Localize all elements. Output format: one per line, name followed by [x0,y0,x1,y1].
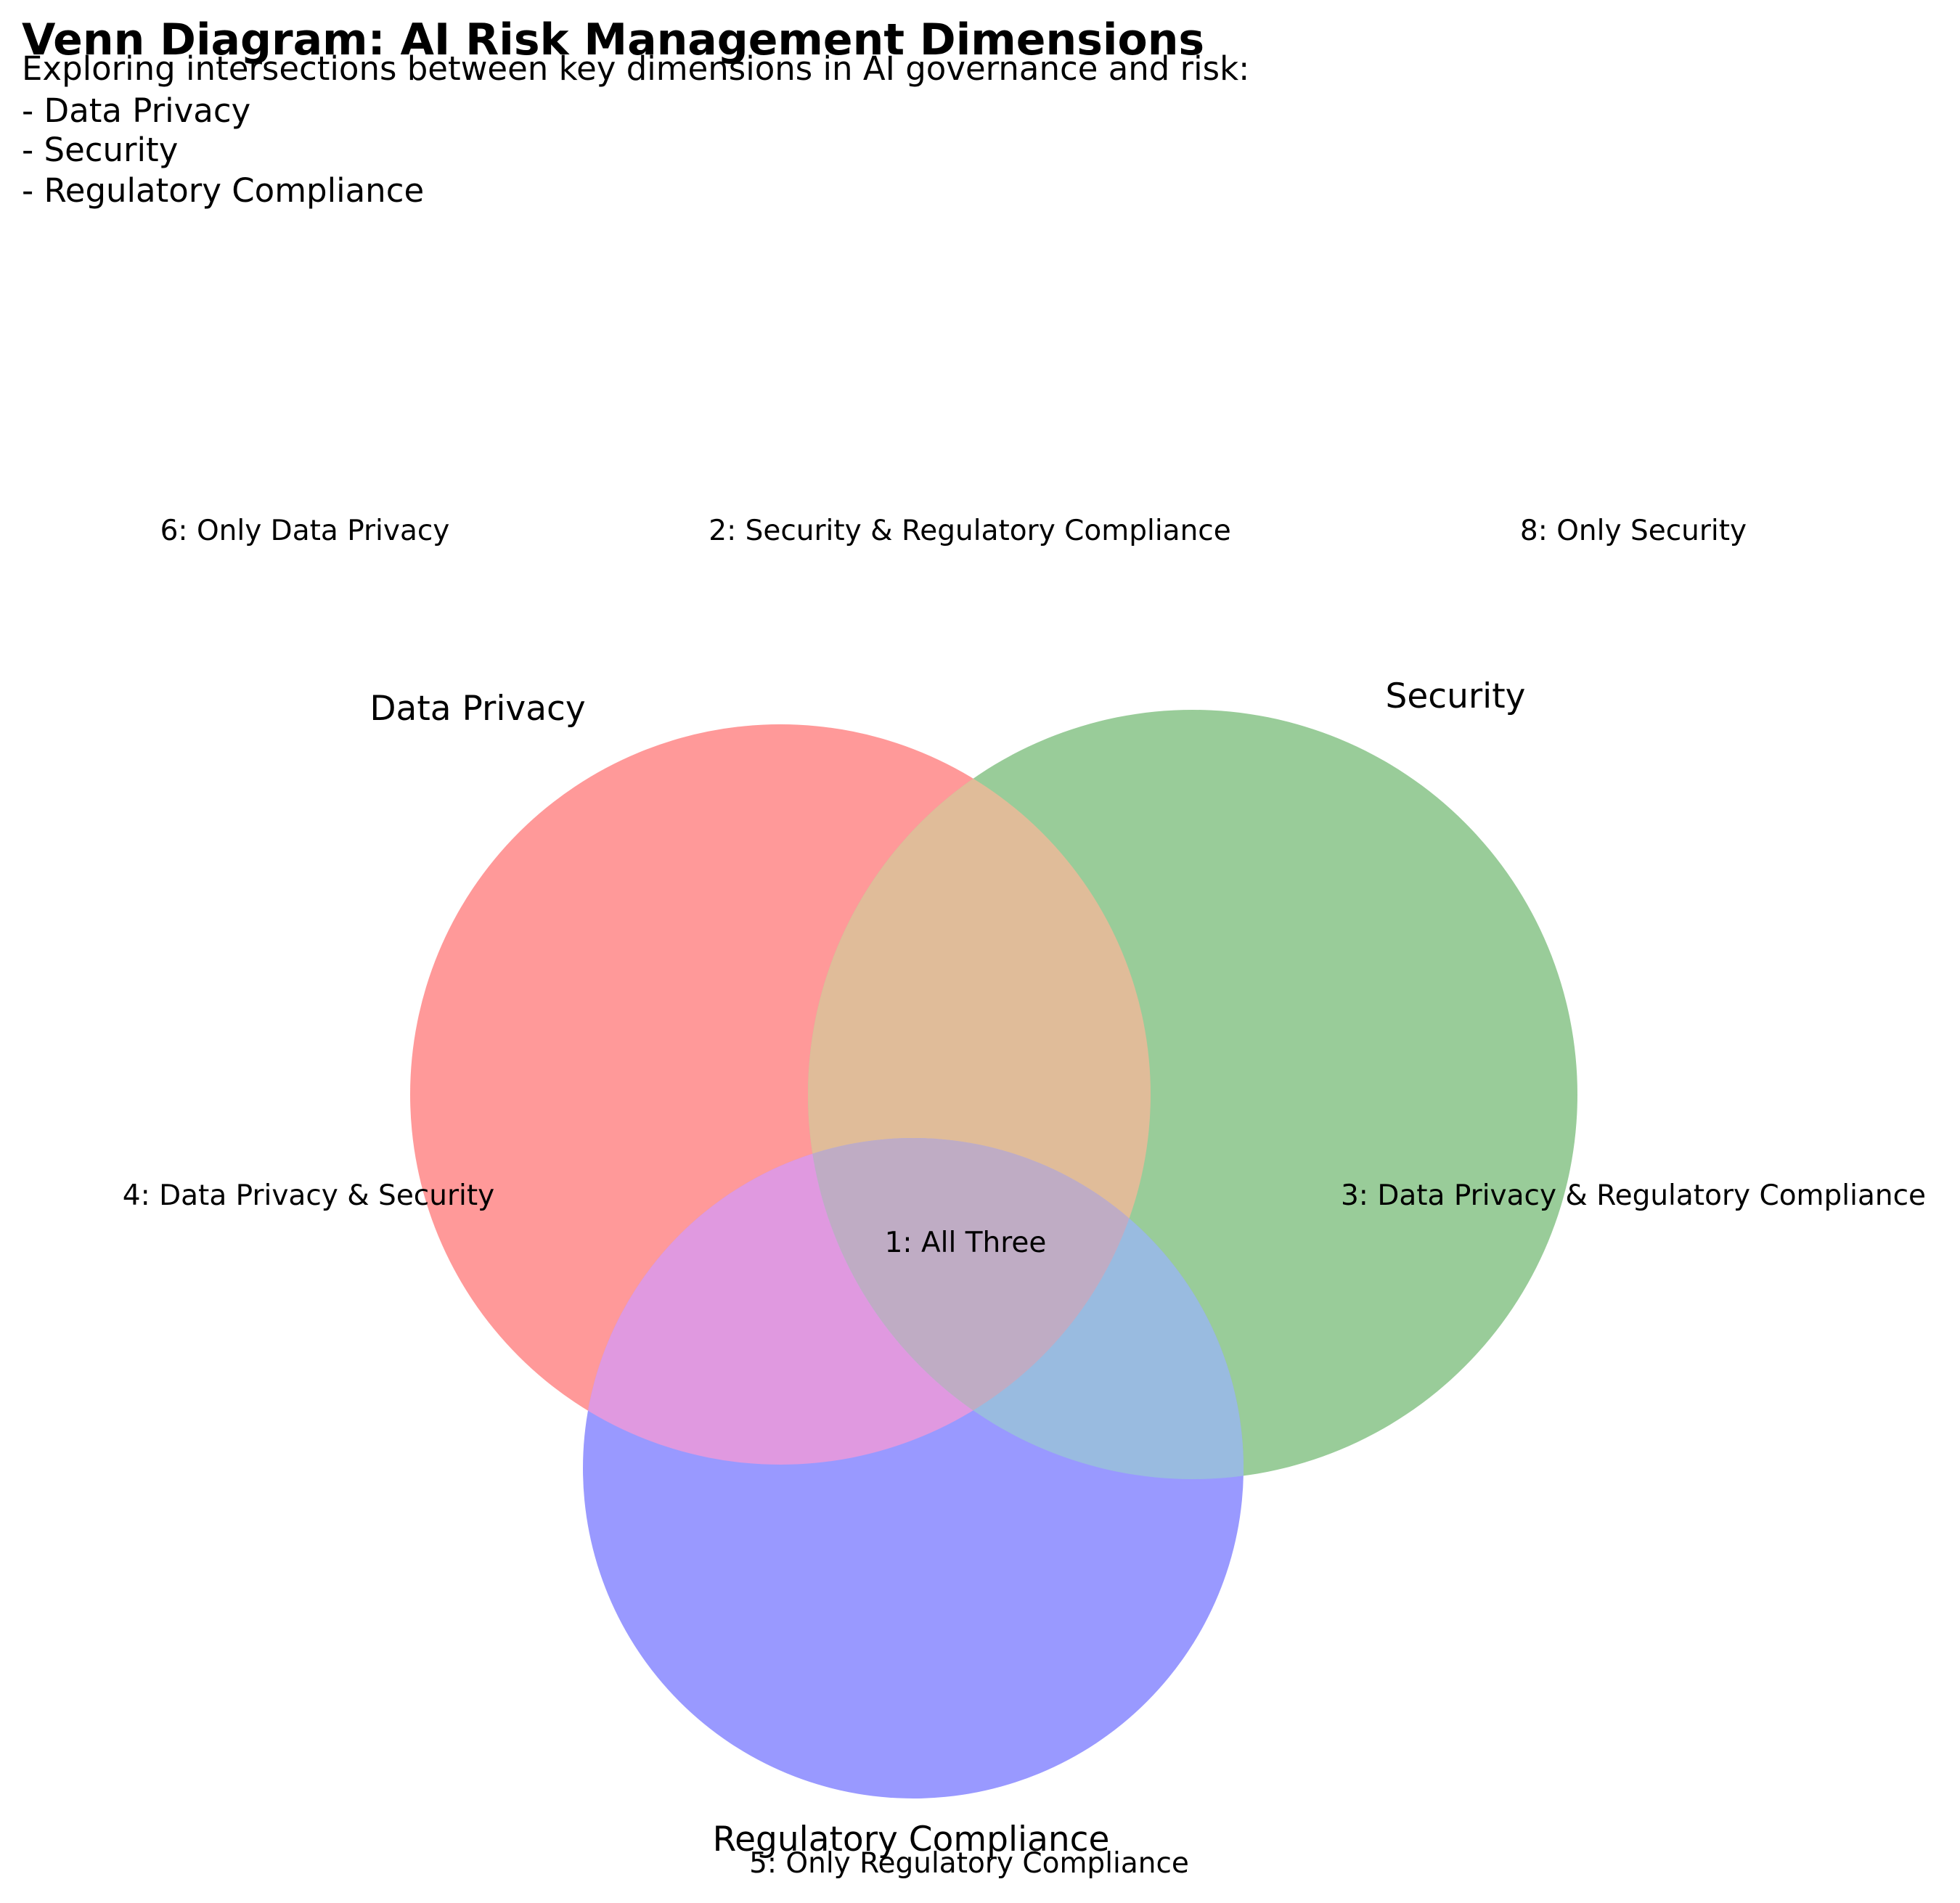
region-label-only-security: 8: Only Security [1520,515,1747,547]
region-label-data-privacy-compliance: 3: Data Privacy & Regulatory Compliance [1341,1179,1926,1212]
set-label-data-privacy: Data Privacy [369,689,585,729]
subtitle-line-3: - Security [22,131,178,169]
set-label-regulatory-compliance: Regulatory Compliance [713,1820,1110,1859]
region-label-only-compliance: 5: Only Regulatory Compliance [749,1847,1189,1880]
region-label-security-compliance: 2: Security & Regulatory Compliance [709,515,1230,547]
diagram-title: Venn Diagram: AI Risk Management Dimensi… [22,15,1204,65]
set-label-security: Security [1385,676,1525,716]
subtitle-line-4: - Regulatory Compliance [22,171,424,210]
region-label-only-data-privacy: 6: Only Data Privacy [160,515,450,547]
subtitle-line-2: - Data Privacy [22,91,250,130]
all-three-overlap [808,1138,1151,1465]
region-label-data-privacy-security: 4: Data Privacy & Security [123,1179,494,1212]
region-label-all-three: 1: All Three [885,1227,1047,1259]
subtitle-line-1: Exploring intersections between key dime… [22,49,1249,88]
